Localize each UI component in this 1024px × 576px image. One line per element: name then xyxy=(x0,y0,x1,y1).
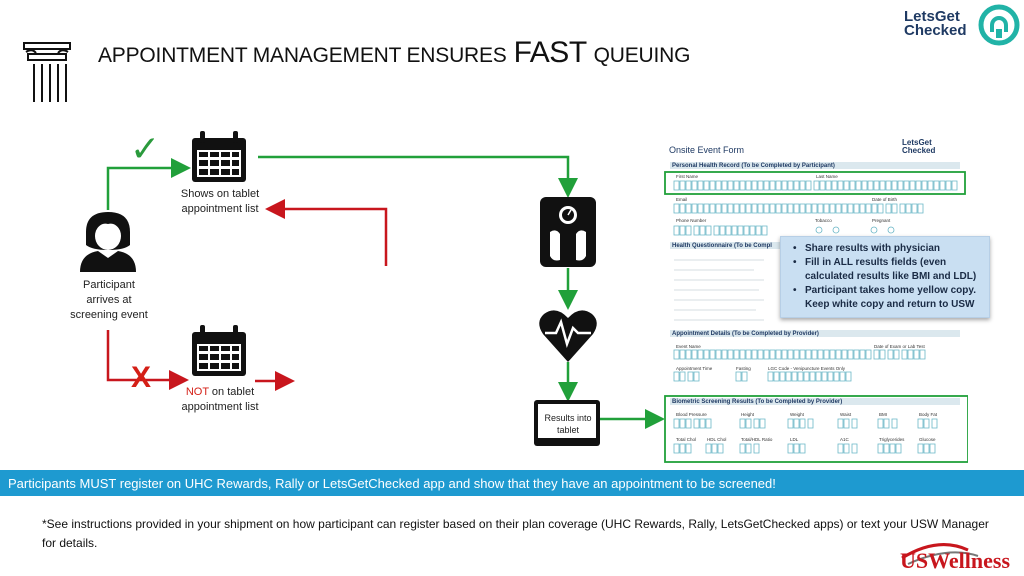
callout-item-2: Fill in ALL results fields (even calcula… xyxy=(793,256,989,284)
form-logo-line-1: LetsGet xyxy=(902,138,932,147)
green-connector-to-scale xyxy=(258,155,578,198)
form-fields xyxy=(673,180,958,454)
calendar-icon-bottom xyxy=(192,325,246,376)
title-part-1: APPOINTMENT MANAGEMENT ENSURES xyxy=(98,44,507,67)
field-tobacco: Tobacco xyxy=(815,218,832,223)
logo-line-2: Checked xyxy=(904,22,967,39)
field-exam-date: Date of Exam or Lab Test xyxy=(874,344,925,349)
page-title: APPOINTMENT MANAGEMENT ENSURES FAST QUEU… xyxy=(98,36,690,72)
green-connector-top xyxy=(106,158,191,210)
form-logo-line-2: Checked xyxy=(902,146,936,155)
check-icon: ✓ xyxy=(130,129,161,170)
field-fasting: Fasting xyxy=(736,366,751,371)
phone-icon xyxy=(303,277,339,343)
form-section-hq: Health Questionnaire (To be Compl xyxy=(672,243,772,249)
title-part-3: QUEUING xyxy=(593,44,691,67)
scale-icon xyxy=(540,197,596,267)
field-phone: Phone Number xyxy=(676,218,707,223)
not-on-tablet-label: NOT on tablet appointment list xyxy=(160,385,280,415)
footnote: *See instructions provided in your shipm… xyxy=(42,517,989,550)
highlight-name-row xyxy=(664,171,966,195)
callout-list: Share results with physician Fill in ALL… xyxy=(793,242,989,312)
field-trig: Triglycerides xyxy=(879,437,905,442)
highlight-biometric xyxy=(664,395,968,463)
usw-logo-text: USWellness xyxy=(900,548,1010,572)
field-bmi: BMI xyxy=(879,412,888,417)
field-ratio: Total/HDL Ratio xyxy=(741,437,773,442)
callout-item-1: Share results with physician xyxy=(793,242,989,256)
title-part-2: FAST xyxy=(513,36,588,69)
heart-rate-icon xyxy=(539,310,597,362)
field-appt-time: Appointment Time xyxy=(676,366,713,371)
form-section-bio: Biometric Screening Results (To be Compl… xyxy=(672,399,843,405)
field-weight: Weight xyxy=(790,412,804,417)
banner-text: Participants MUST register on UHC Reward… xyxy=(8,476,776,491)
field-event-name: Event Name xyxy=(676,344,701,349)
registration-banner xyxy=(0,470,1024,496)
not-emphasis: NOT xyxy=(185,386,209,398)
red-connector-to-shows xyxy=(265,199,388,266)
participant-label: Participant arrives at screening event xyxy=(70,279,148,321)
field-lgc-code: LGC Code - Venipuncture Events Only xyxy=(768,366,846,371)
field-hdl: HDL Chol xyxy=(707,437,727,442)
callout-item-3: Participant takes home yellow copy. Keep… xyxy=(793,284,989,312)
field-height: Height xyxy=(741,412,755,417)
person-icon xyxy=(80,212,136,272)
field-glucose: Glucose xyxy=(919,437,936,442)
field-body-fat: Body Fat xyxy=(919,412,938,417)
calendar-icon-top xyxy=(192,131,246,182)
field-first-name: First Name xyxy=(676,174,699,179)
field-waist: Waist xyxy=(840,412,852,417)
form-section-appt: Appointment Details (To be Completed by … xyxy=(672,331,819,337)
field-dob: Date of Birth xyxy=(872,197,898,202)
instructions-callout: Share results with physician Fill in ALL… xyxy=(780,236,990,318)
x-icon: X xyxy=(131,361,152,394)
red-note-text: If no appt. participant must first regis… xyxy=(349,276,497,384)
letsgetchecked-logo-text: LetsGet Checked xyxy=(904,8,974,39)
logo-line-1: LetsGet xyxy=(904,8,960,25)
form-logo-text: LetsGet Checked xyxy=(902,139,938,155)
field-last-name: Last Name xyxy=(816,174,838,179)
tablet-icon xyxy=(534,400,600,446)
results-tablet-label: Results into tablet xyxy=(544,413,592,435)
field-total-chol: Total Chol xyxy=(676,437,697,442)
letsgetchecked-logo-icon xyxy=(978,4,1020,46)
flow-diagram xyxy=(80,131,665,446)
field-email: Email xyxy=(676,197,688,202)
red-connector-bottom xyxy=(106,330,189,390)
uswellness-logo: USWellness xyxy=(900,543,1010,572)
not-rest: on tablet appointment list xyxy=(181,386,259,413)
field-ldl: LDL xyxy=(790,437,799,442)
field-a1c: A1C xyxy=(840,437,849,442)
pillar-icon xyxy=(23,42,71,102)
form-title: Onsite Event Form xyxy=(669,145,745,155)
form-section-phr: Personal Health Record (To be Completed … xyxy=(672,163,835,169)
questionnaire-lines xyxy=(674,259,764,321)
shows-on-tablet-label: Shows on tablet appointment list xyxy=(180,188,260,215)
field-bp: Blood Pressure xyxy=(676,412,707,417)
field-pregnant: Pregnant xyxy=(872,218,891,223)
